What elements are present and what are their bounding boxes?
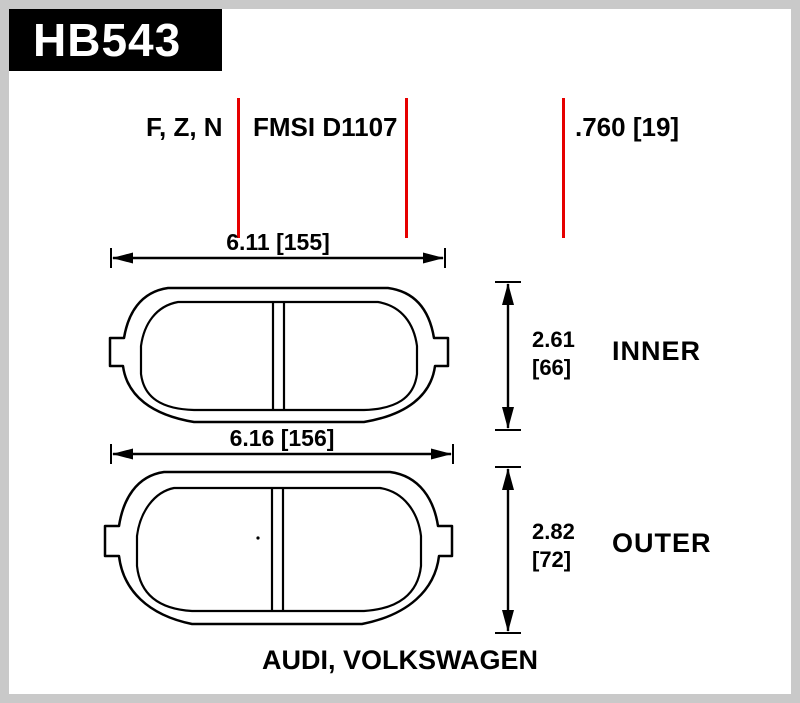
inner-pad-height-mm: [66] — [532, 355, 572, 380]
inner-pad-height-arrow — [495, 281, 521, 431]
inner-pad-width-arrow — [108, 248, 448, 268]
outer-pad-width-dimension: 6.16 [156] — [229, 425, 335, 451]
outer-pad-label: OUTER — [612, 528, 712, 558]
outer-pad-height-arrow — [495, 466, 521, 634]
inner-pad-width-dimension: 6.11 [155] — [226, 229, 330, 255]
vehicle-application: AUDI, VOLKSWAGEN — [261, 645, 538, 675]
part-number: HB543 — [33, 14, 182, 66]
inner-pad-drawing — [106, 282, 450, 432]
inner-pad-label: INNER — [612, 336, 702, 366]
outer-pad-width-arrow — [108, 444, 456, 464]
red-divider-line-2 — [405, 98, 408, 238]
inner-pad-height-in: 2.61 — [532, 327, 575, 352]
part-number-banner: HB543 — [9, 9, 222, 71]
outer-pad-height-mm: [72] — [532, 547, 572, 572]
red-divider-line-3 — [562, 98, 565, 238]
compound-codes: F, Z, N — [146, 112, 223, 142]
outer-pad-height-in: 2.82 — [532, 519, 575, 544]
pad-thickness: .760 [19] — [575, 112, 680, 142]
fmsi-number: FMSI D1107 — [253, 112, 398, 142]
outer-pad-drawing — [100, 466, 456, 636]
red-divider-line-1 — [237, 98, 240, 238]
